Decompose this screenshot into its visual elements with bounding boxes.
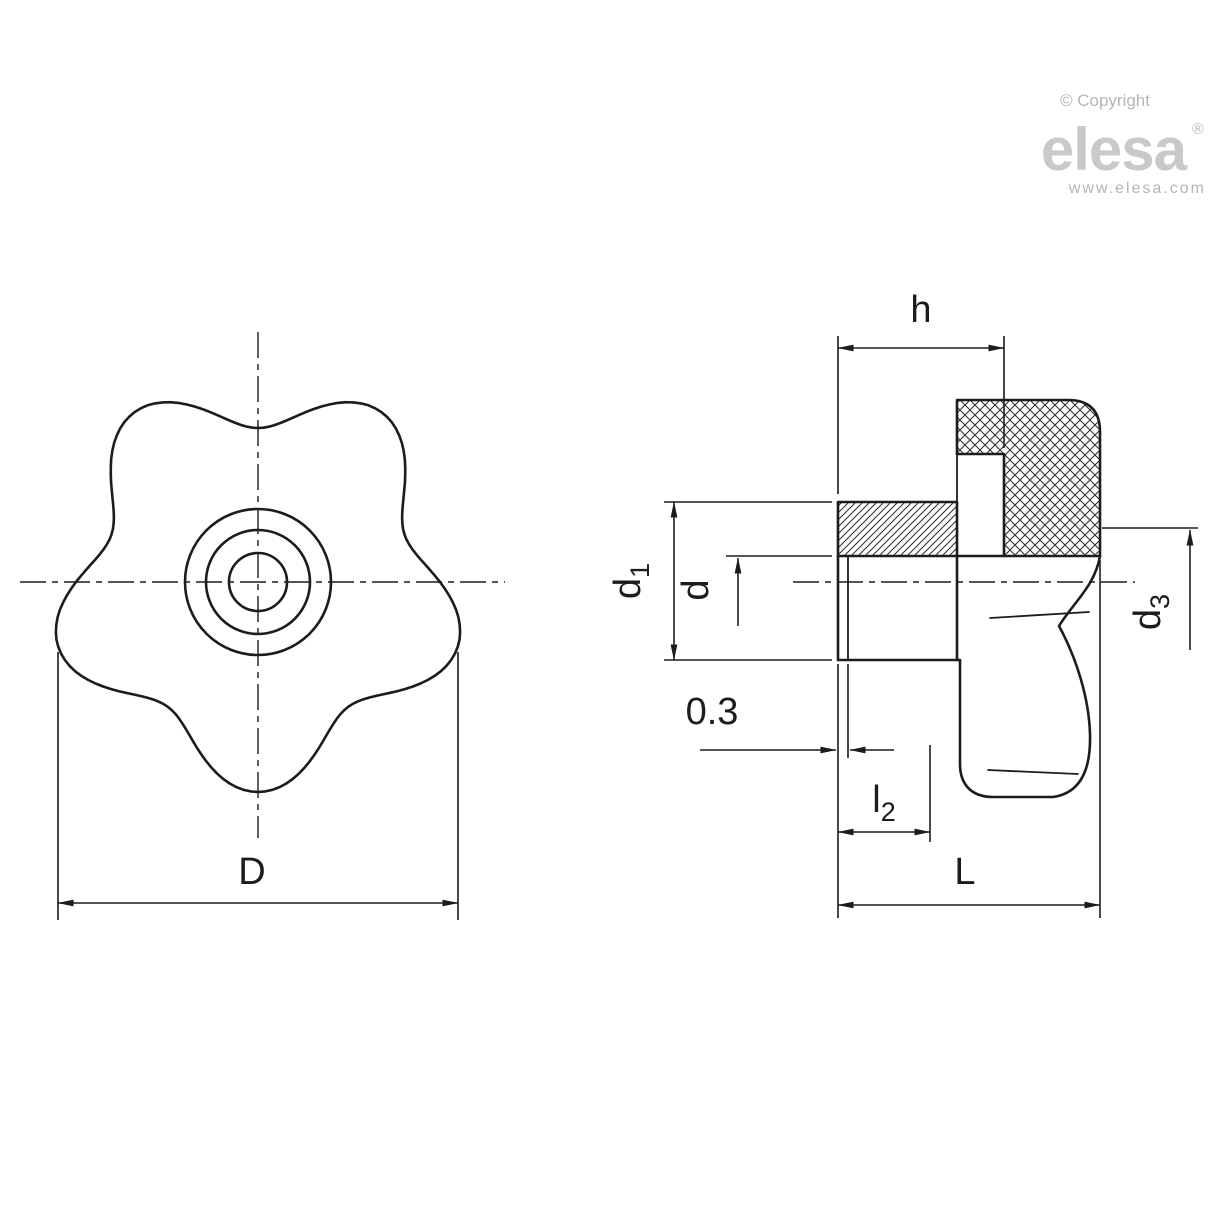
dimension-d3: d3	[1102, 527, 1198, 650]
dim-label-L: L	[954, 851, 975, 893]
dim-h-extension-lines	[837, 336, 1005, 494]
front-view: D	[20, 332, 505, 920]
dim-label-l2: l2	[872, 779, 895, 827]
dim-label-D: D	[238, 851, 265, 893]
lobe-section-crosshatch	[955, 398, 1102, 558]
brand-block: © Copyright elesa ® www.elesa.com	[1041, 91, 1206, 197]
dim-d1-extension-lines	[664, 501, 832, 661]
dim-D-extension-lines	[57, 652, 459, 920]
lobe-contour-line-upper	[989, 611, 1090, 619]
hub-chamfer-circle	[204, 528, 312, 636]
copyright-text: © Copyright	[1060, 91, 1150, 110]
lobe-contour-line-lower	[987, 769, 1079, 775]
dim-label-d3: d3	[1127, 594, 1175, 630]
dimension-h: h	[837, 289, 1005, 494]
dim-label-h: h	[910, 289, 931, 331]
side-body-profile	[955, 554, 1102, 799]
knob-front-outline	[54, 400, 462, 794]
dimension-d1: d1	[607, 501, 832, 661]
elesa-logo: elesa	[1041, 116, 1188, 183]
dimension-offset-03: 0.3	[686, 664, 894, 918]
registered-mark-icon: ®	[1192, 121, 1204, 138]
dimension-L: L	[837, 560, 1101, 918]
website-text: www.elesa.com	[1068, 180, 1206, 197]
dim-label-d1-sub: 1	[625, 563, 655, 578]
dim-offset-extension-lines	[837, 664, 849, 918]
dim-label-l2-main: l	[872, 779, 880, 821]
dim-label-l2-sub: 2	[881, 797, 896, 827]
side-view: h d1 d d3 0.3	[607, 289, 1198, 918]
dim-label-d1-main: d	[607, 578, 649, 599]
hub-bore-circle	[227, 551, 289, 613]
dimension-l2: l2	[837, 745, 931, 842]
dim-label-offset: 0.3	[686, 691, 739, 733]
dim-label-d3-sub: 3	[1145, 594, 1175, 609]
dimension-D: D	[57, 652, 459, 920]
hub-boss-circle	[183, 507, 333, 657]
dim-label-d1: d1	[607, 563, 655, 599]
dim-label-d3-main: d	[1127, 609, 1169, 630]
hub-section-hatch	[839, 503, 956, 555]
dimension-d: d	[675, 555, 832, 626]
dim-label-d: d	[675, 579, 717, 600]
